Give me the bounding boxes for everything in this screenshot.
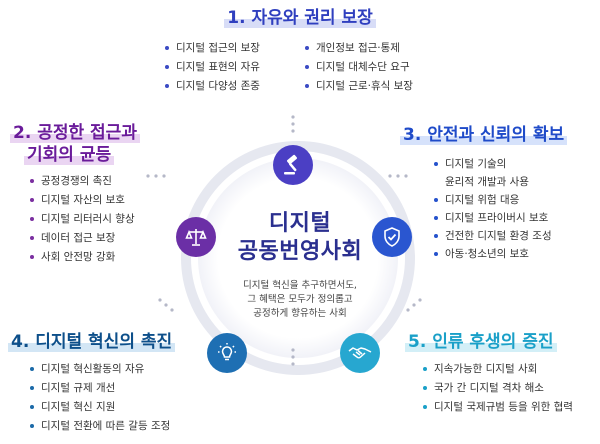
list-item: 디지털 접근의 보장 [165, 39, 260, 58]
handshake-icon [340, 333, 380, 373]
section-4-list: 디지털 혁신활동의 자유 디지털 규제 개선 디지털 혁신 지원 디지털 전환에… [30, 360, 175, 436]
list-item: 디지털 기술의 [434, 155, 567, 173]
list-item: 공정경쟁의 촉진 [30, 172, 140, 191]
list-item: 지속가능한 디지털 사회 [423, 360, 573, 379]
section-2-list: 공정경쟁의 촉진 디지털 자산의 보호 디지털 리터러시 향상 데이터 접근 보… [30, 172, 140, 267]
inner-disc [198, 158, 398, 358]
list-item-continuation: 윤리적 개발과 사용 [445, 176, 529, 188]
list-item: 디지털 근로·휴식 보장 [305, 77, 413, 96]
scales-icon [176, 217, 216, 257]
section-safety-trust: 3. 안전과 신뢰의 확보 디지털 기술의 윤리적 개발과 사용 디지털 위험 … [400, 125, 568, 263]
center-desc-line3: 공정하게 향유하는 사회 [253, 308, 347, 319]
section-2-title: 2. 공정한 접근과 기회의 균등 [10, 122, 140, 166]
section-5-title: 5. 인류 후생의 증진 [405, 332, 573, 352]
list-item: 데이터 접근 보장 [30, 229, 140, 248]
center-title-line1: 디지털 [268, 211, 332, 236]
section-4-title: 4. 디지털 혁신의 촉진 [8, 332, 176, 352]
center-title: 디지털 공동번영사회 [200, 210, 400, 266]
lightbulb-icon [207, 333, 247, 373]
section-5-list: 지속가능한 디지털 사회 국가 간 디지털 격차 해소 디지털 국제규범 등을 … [423, 360, 573, 417]
section-fair-access: 2. 공정한 접근과 기회의 균등 공정경쟁의 촉진 디지털 자산의 보호 디지… [8, 122, 140, 267]
center-desc-line1: 디지털 혁신을 추구하면서도, [243, 280, 357, 291]
section-3-title: 3. 안전과 신뢰의 확보 [400, 125, 568, 145]
list-item: 디지털 혁신활동의 자유 [30, 360, 175, 379]
section-1-title: 1. 자유와 권리 보장 [0, 8, 600, 28]
center-desc-line2: 그 혜택은 모두가 정의롭고 [247, 294, 353, 305]
list-item: 아동·청소년의 보호 [434, 245, 567, 263]
list-item: 디지털 표현의 자유 [165, 58, 260, 77]
section-1-list-left: 디지털 접근의 보장 디지털 표현의 자유 디지털 다양성 존중 [165, 39, 260, 96]
list-item: 디지털 국제규범 등을 위한 협력 [423, 398, 573, 417]
list-item: 디지털 다양성 존중 [165, 77, 260, 96]
section-3-list: 디지털 기술의 윤리적 개발과 사용 디지털 위험 대응 디지털 프라이버시 보… [434, 155, 567, 263]
list-item: 디지털 대체수단 요구 [305, 58, 413, 77]
section-1-list-right: 개인정보 접근·통제 디지털 대체수단 요구 디지털 근로·휴식 보장 [305, 39, 413, 96]
list-item: 디지털 위험 대응 [434, 191, 567, 209]
list-item: 디지털 전환에 따른 갈등 조정 [30, 417, 175, 436]
list-item: 사회 안전망 강화 [30, 248, 140, 267]
list-item: 디지털 프라이버시 보호 [434, 209, 567, 227]
list-item: 국가 간 디지털 격차 해소 [423, 379, 573, 398]
list-item: 디지털 규제 개선 [30, 379, 175, 398]
section-human-welfare: 5. 인류 후생의 증진 지속가능한 디지털 사회 국가 간 디지털 격차 해소… [405, 332, 573, 417]
center-title-line2: 공동번영사회 [237, 239, 363, 264]
list-item: 개인정보 접근·통제 [305, 39, 413, 58]
section-digital-innovation: 4. 디지털 혁신의 촉진 디지털 혁신활동의 자유 디지털 규제 개선 디지털… [8, 332, 176, 436]
list-item: 디지털 리터러시 향상 [30, 210, 140, 229]
section-freedom-rights: 1. 자유와 권리 보장 디지털 접근의 보장 디지털 표현의 자유 디지털 다… [0, 8, 600, 92]
list-item: 건전한 디지털 환경 조성 [434, 227, 567, 245]
list-item: 디지털 혁신 지원 [30, 398, 175, 417]
list-item: 디지털 자산의 보호 [30, 191, 140, 210]
gavel-icon [273, 145, 313, 185]
shield-check-icon [372, 217, 412, 257]
dotted-connectors [146, 115, 422, 366]
center-description: 디지털 혁신을 추구하면서도, 그 혜택은 모두가 정의롭고 공정하게 향유하는… [200, 279, 400, 321]
